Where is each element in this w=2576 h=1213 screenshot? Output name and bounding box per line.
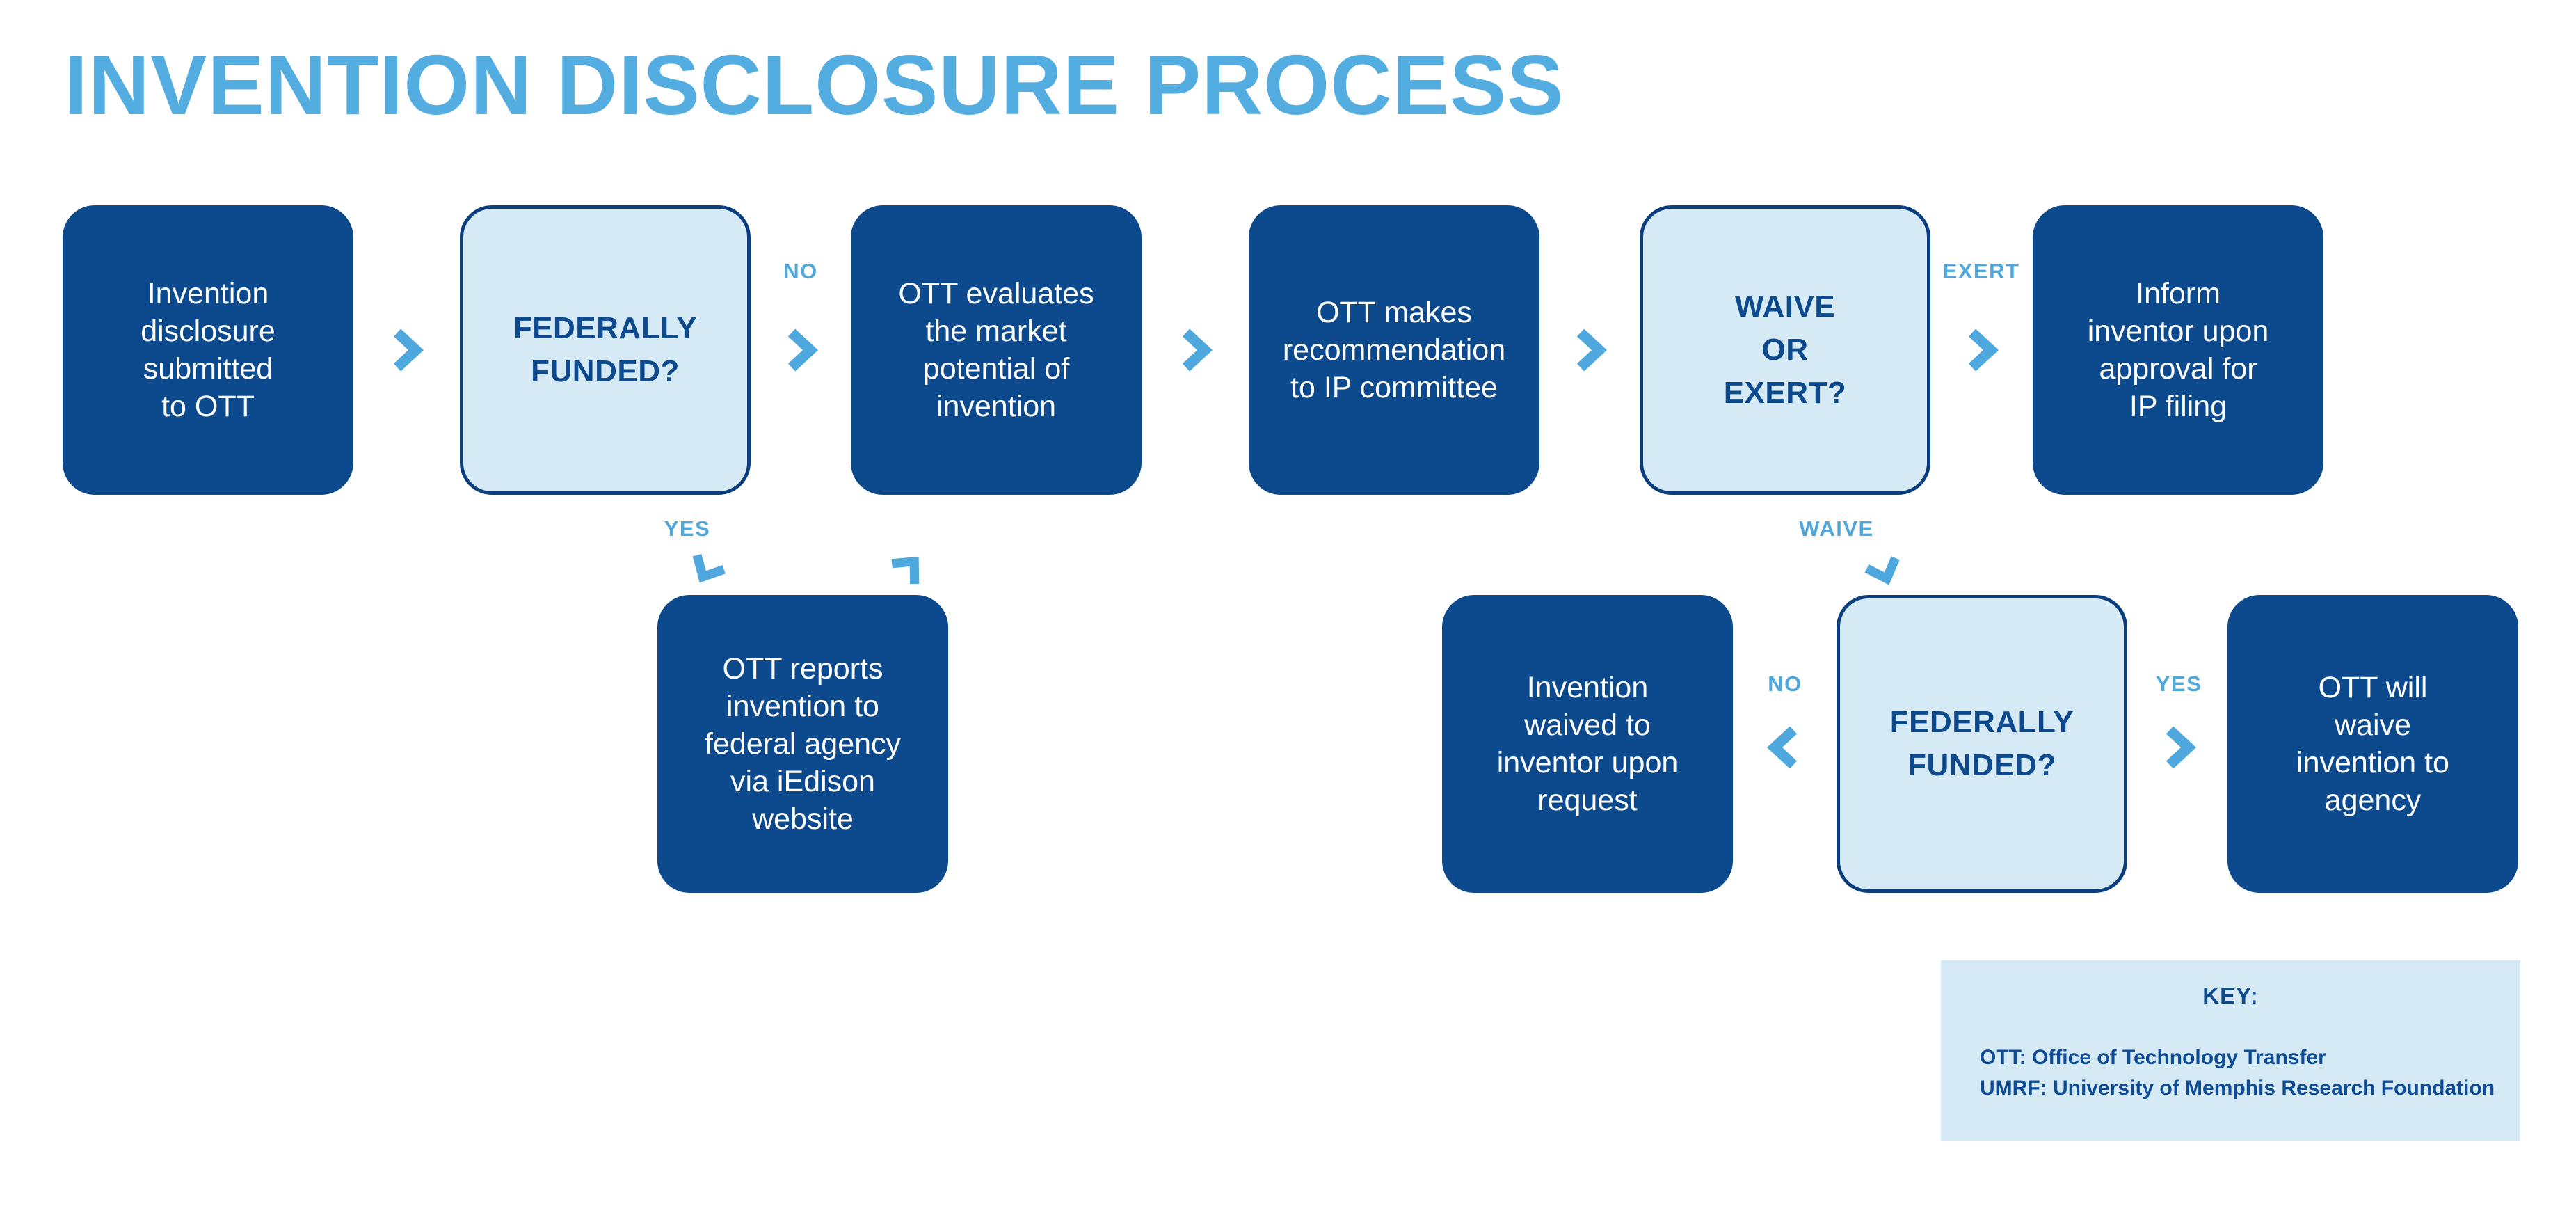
arrow-turn-down-left-icon (692, 554, 726, 583)
node-invention-waived: Invention waived to inventor upon reques… (1442, 595, 1733, 893)
branch-label-exert: EXERT (1942, 259, 2020, 283)
node-text: OTT makes recommendation to IP committee (1282, 296, 1506, 404)
node-text: Inform inventor upon approval for IP fil… (2087, 277, 2269, 423)
node-ott-evaluates: OTT evaluates the market potential of in… (851, 205, 1142, 495)
node-waive-or-exert: WAIVE OR EXERT? (1640, 205, 1930, 495)
node-text: FEDERALLY FUNDED? (513, 311, 698, 388)
node-text: OTT reports invention to federal agency … (704, 652, 902, 836)
chevron-right-icon (1576, 328, 1608, 372)
branch-label-yes: YES (664, 516, 711, 541)
node-ott-reports-iedison: OTT reports invention to federal agency … (657, 595, 948, 893)
node-text: OTT evaluates the market potential of in… (898, 277, 1094, 423)
node-text: OTT will waive invention to agency (2296, 671, 2449, 817)
node-text: Invention waived to inventor upon reques… (1496, 671, 1679, 817)
node-text: Invention disclosure submitted to OTT (141, 277, 275, 423)
node-ott-recommendation: OTT makes recommendation to IP committee (1249, 205, 1539, 495)
node-text: WAIVE OR EXERT? (1723, 290, 1847, 410)
key-legend: KEY: OTT: Office of Technology Transfer … (1941, 960, 2520, 1141)
key-entry-umrf: UMRF: University of Memphis Research Fou… (1980, 1077, 2495, 1100)
node-federally-funded-1: FEDERALLY FUNDED? (460, 205, 751, 495)
chevron-left-icon (1766, 726, 1798, 769)
arrow-turn-down-right-icon (1864, 556, 1900, 585)
page-title: INVENTION DISCLOSURE PROCESS (64, 38, 1565, 132)
branch-label-yes: YES (2155, 672, 2202, 696)
node-text: FEDERALLY FUNDED? (1889, 705, 2074, 782)
branch-label-waive: WAIVE (1799, 516, 1874, 541)
branch-label-no: NO (1768, 672, 1802, 696)
chevron-right-icon (393, 328, 424, 372)
chevron-right-icon (787, 328, 819, 372)
arrow-turn-up-right-icon (891, 556, 920, 585)
node-federally-funded-2: FEDERALLY FUNDED? (1837, 595, 2127, 893)
key-entry-ott: OTT: Office of Technology Transfer (1980, 1046, 2326, 1069)
chevron-right-icon (2166, 726, 2197, 769)
chevron-right-icon (1182, 328, 1213, 372)
branch-label-no: NO (783, 259, 818, 283)
chevron-right-icon (1968, 328, 1999, 372)
key-entries: OTT: Office of Technology Transfer UMRF:… (1980, 1042, 2495, 1104)
node-invention-disclosure: Invention disclosure submitted to OTT (63, 205, 353, 495)
key-heading: KEY: (2202, 983, 2259, 1008)
node-inform-inventor: Inform inventor upon approval for IP fil… (2033, 205, 2323, 495)
node-ott-waive-agency: OTT will waive invention to agency (2227, 595, 2518, 893)
